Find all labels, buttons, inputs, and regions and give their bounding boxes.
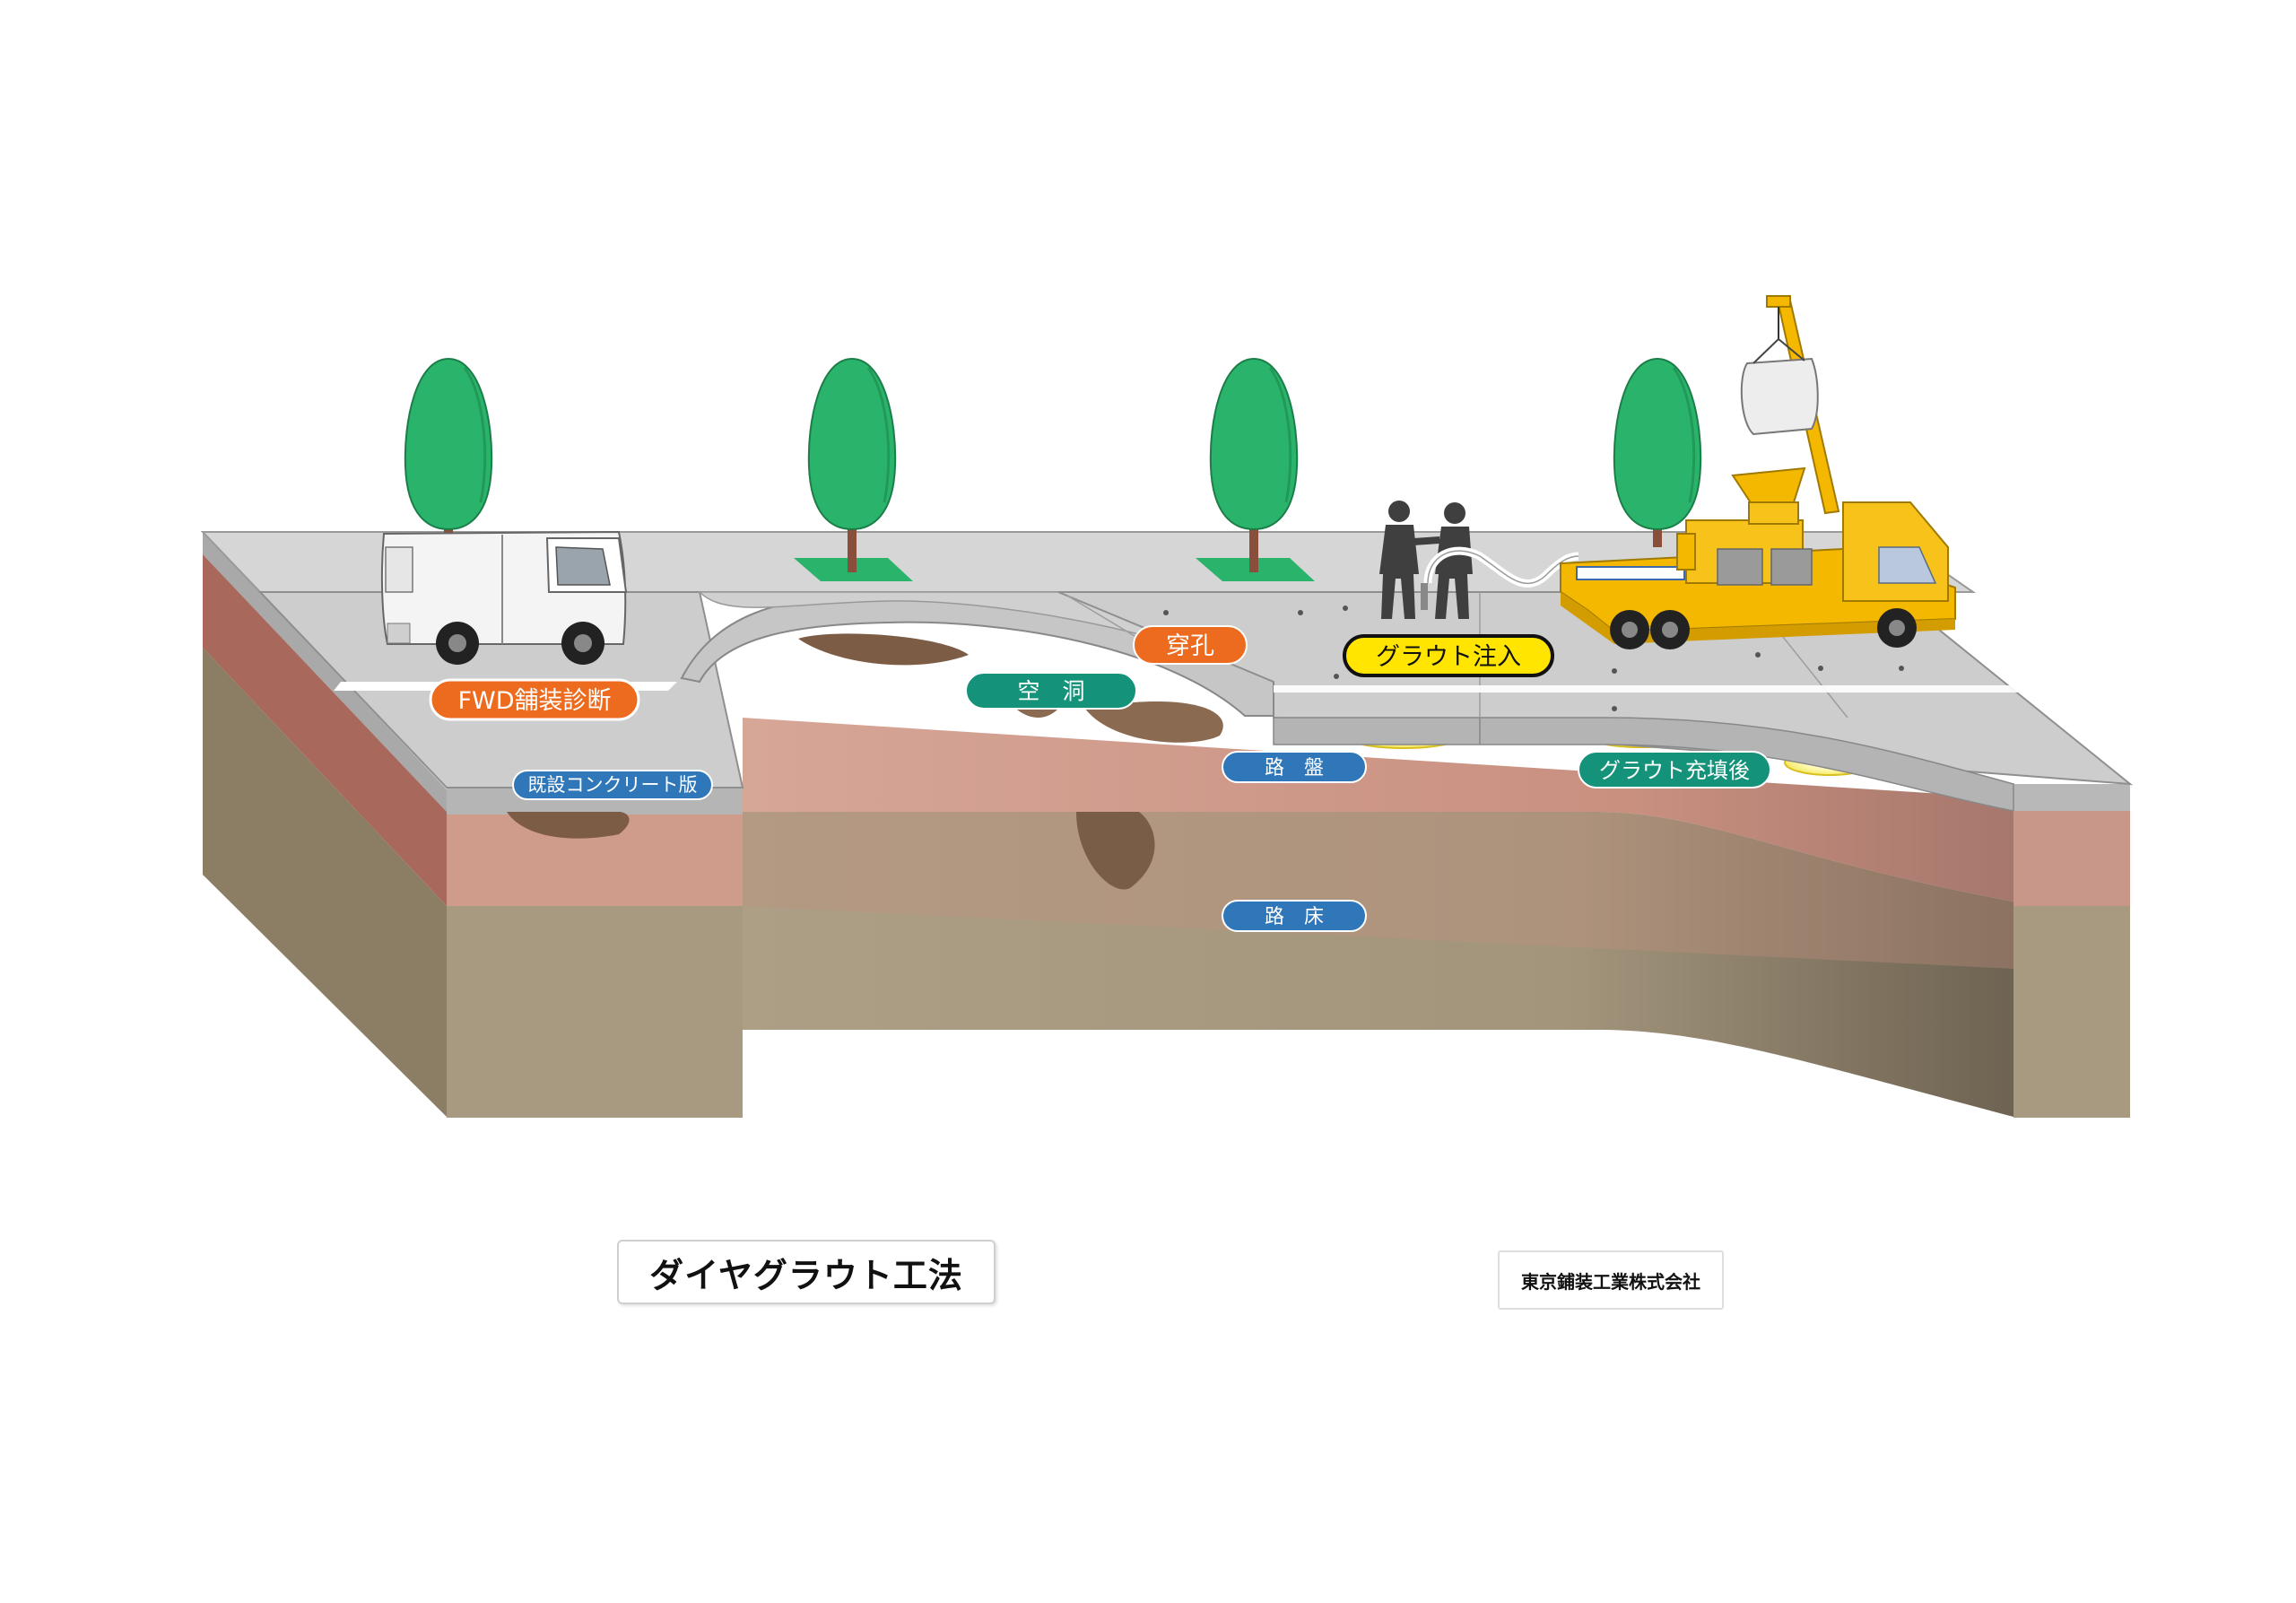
tree-icon (1613, 357, 1702, 547)
left-side-base (203, 554, 447, 906)
trees (404, 357, 1702, 581)
company-name: 東京鋪装工業株式会社 (1498, 1250, 1724, 1310)
cutaway-base (743, 718, 2013, 902)
label-drill-text: 穿孔 (1166, 632, 1214, 660)
label-after-fill-text: グラウト充填後 (1599, 758, 1750, 783)
crane-truck-icon (1560, 295, 1956, 649)
sidewalk (200, 531, 1977, 593)
method-title: ダイヤグラウト工法 (617, 1240, 996, 1304)
label-fwd: FWD舗装診断 (429, 678, 640, 721)
tree-icon (1196, 357, 1315, 581)
label-drill: 穿孔 (1133, 625, 1248, 665)
label-grout-injection-text: グラウト注入 (1376, 643, 1521, 671)
label-void-text: 空 洞 (1017, 678, 1084, 704)
cutaway-subgrade (743, 812, 2013, 1117)
tree-icon (404, 357, 493, 540)
left-side-concrete (203, 532, 447, 812)
right-front-base (2013, 811, 2130, 906)
left-side-subgrade (203, 648, 447, 1117)
label-base-text: 路 盤 (1265, 757, 1324, 780)
label-grout-injection: グラウト注入 (1343, 634, 1554, 677)
label-slab-text: 既設コンクリート版 (528, 774, 698, 796)
tree-icon (794, 357, 913, 581)
right-front-subgrade (2013, 906, 2130, 1118)
label-base: 路 盤 (1222, 751, 1367, 783)
left-front-subgrade (447, 906, 743, 1118)
label-subgrade-text: 路 床 (1265, 906, 1324, 928)
label-void: 空 洞 (965, 672, 1137, 710)
right-front-concrete (2013, 784, 2130, 811)
label-subgrade: 路 床 (1222, 900, 1367, 932)
label-after-fill: グラウト充填後 (1578, 751, 1771, 788)
label-fwd-text: FWD舗装診断 (457, 687, 611, 715)
cutaway-deep-base-top (743, 812, 2013, 969)
ground-block (203, 532, 2130, 1118)
label-slab: 既設コンクリート版 (512, 770, 713, 800)
van-icon (380, 530, 628, 665)
